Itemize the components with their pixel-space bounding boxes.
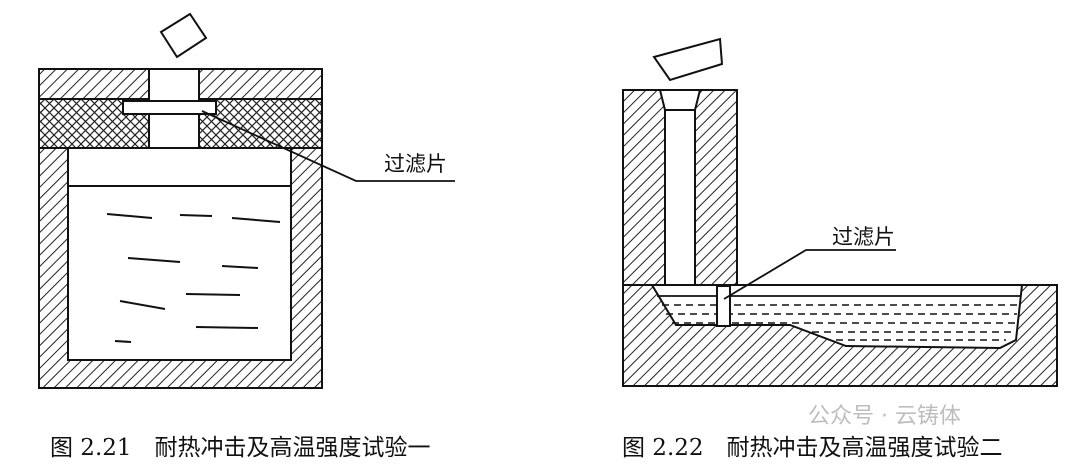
- filter-leader-2: [723, 249, 896, 300]
- liquid-dashes-2: [662, 304, 1018, 341]
- vertical-channel-2: [658, 89, 702, 286]
- horizontal-trough-2: [650, 284, 1024, 350]
- watermark: 公众号 · 云铸体: [808, 404, 961, 429]
- filter-disc-1: [122, 100, 217, 115]
- filter-plate-2: [716, 285, 731, 327]
- caption-fig2: 图 2.22 耐热冲击及高温强度试验二: [622, 435, 1003, 461]
- liquid-strokes-1: [106, 213, 281, 343]
- filter-label-fig2: 过滤片: [832, 225, 895, 249]
- falling-sample-2: [652, 37, 724, 82]
- caption-fig1: 图 2.21 耐热冲击及高温强度试验一: [50, 435, 431, 461]
- figure-1-apparatus: [38, 12, 455, 389]
- filter-leader-1: [201, 110, 455, 182]
- figure-2-apparatus: [622, 37, 1058, 387]
- falling-sample-1: [159, 12, 208, 59]
- filter-label-fig1: 过滤片: [384, 152, 447, 176]
